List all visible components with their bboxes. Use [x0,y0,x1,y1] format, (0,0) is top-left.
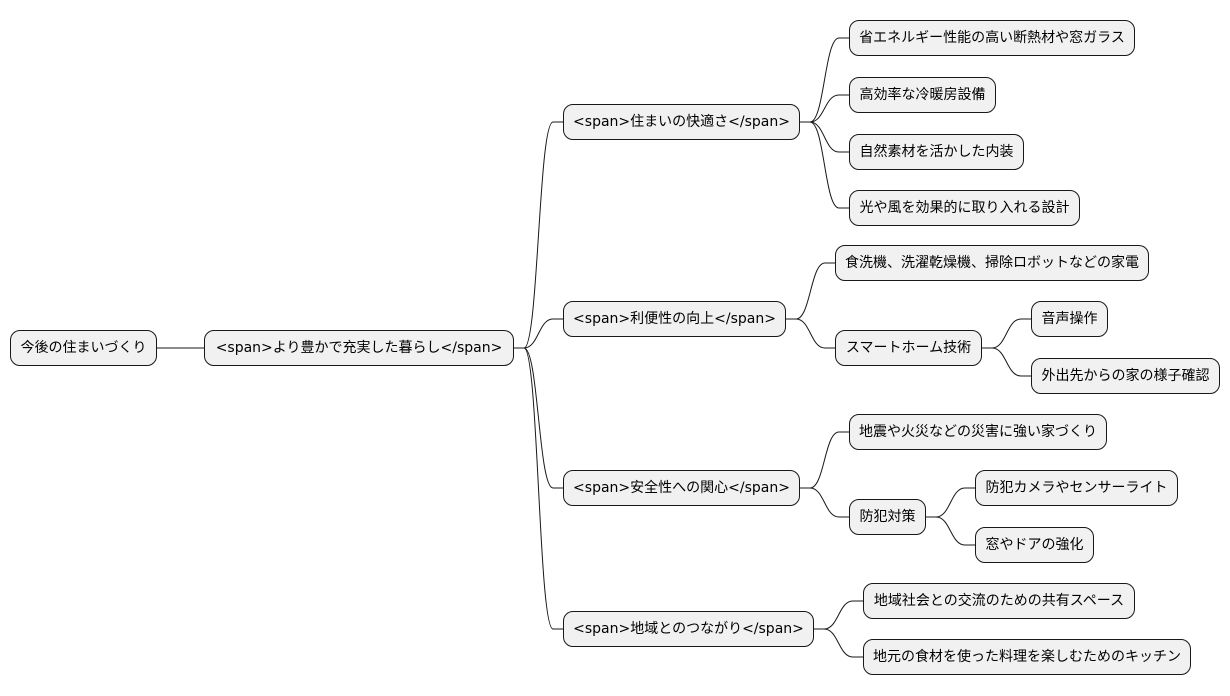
leaf-node: 外出先からの家の様子確認 [1031,358,1220,394]
connector-line [814,628,863,658]
connector-line [926,516,975,546]
branch-node-comfort: <span>住まいの快適さ</span> [563,104,800,140]
connector-line [514,318,563,349]
branch-node-safety: <span>安全性への関心</span> [563,470,800,506]
leaf-node: 音声操作 [1031,301,1108,337]
main-node: <span>より豊かで充実した暮らし</span> [204,330,514,366]
root-node: 今後の住まいづくり [10,330,157,366]
connector-line [514,347,563,630]
connector-line [800,121,849,153]
connector-line [514,121,563,349]
leaf-node: 高効率な冷暖房設備 [849,77,996,113]
subbranch-node-smarthome: スマートホーム技術 [835,330,982,366]
connector-line [786,262,835,320]
leaf-node: 自然素材を活かした内装 [849,134,1024,170]
leaf-node: 防犯カメラやセンサーライト [975,470,1178,506]
connector-line [982,318,1031,349]
leaf-node: 地元の食材を使った料理を楽しむためのキッチン [863,639,1191,675]
leaf-node: 光や風を効果的に取り入れる設計 [849,190,1080,226]
connector-line [800,121,849,209]
leaf-node: 窓やドアの強化 [975,527,1094,563]
connector-line [514,347,563,489]
leaf-node: 地域社会との交流のための共有スペース [863,583,1135,619]
connector-line [800,431,849,489]
connector-line [786,318,835,349]
connector-line [926,487,975,518]
branch-node-convenience: <span>利便性の向上</span> [563,301,786,337]
connector-line [800,37,849,123]
connector-line [814,600,863,630]
leaf-node: 食洗機、洗濯乾燥機、掃除ロボットなどの家電 [835,245,1149,281]
leaf-node: 地震や火災などの災害に強い家づくり [849,414,1107,450]
branch-node-community: <span>地域とのつながり</span> [563,611,814,647]
leaf-node: 省エネルギー性能の高い断熱材や窓ガラス [849,20,1135,56]
connector-line [982,347,1031,377]
subbranch-node-crime-prevention: 防犯対策 [849,499,926,535]
connector-line [800,487,849,518]
connector-line [800,94,849,123]
